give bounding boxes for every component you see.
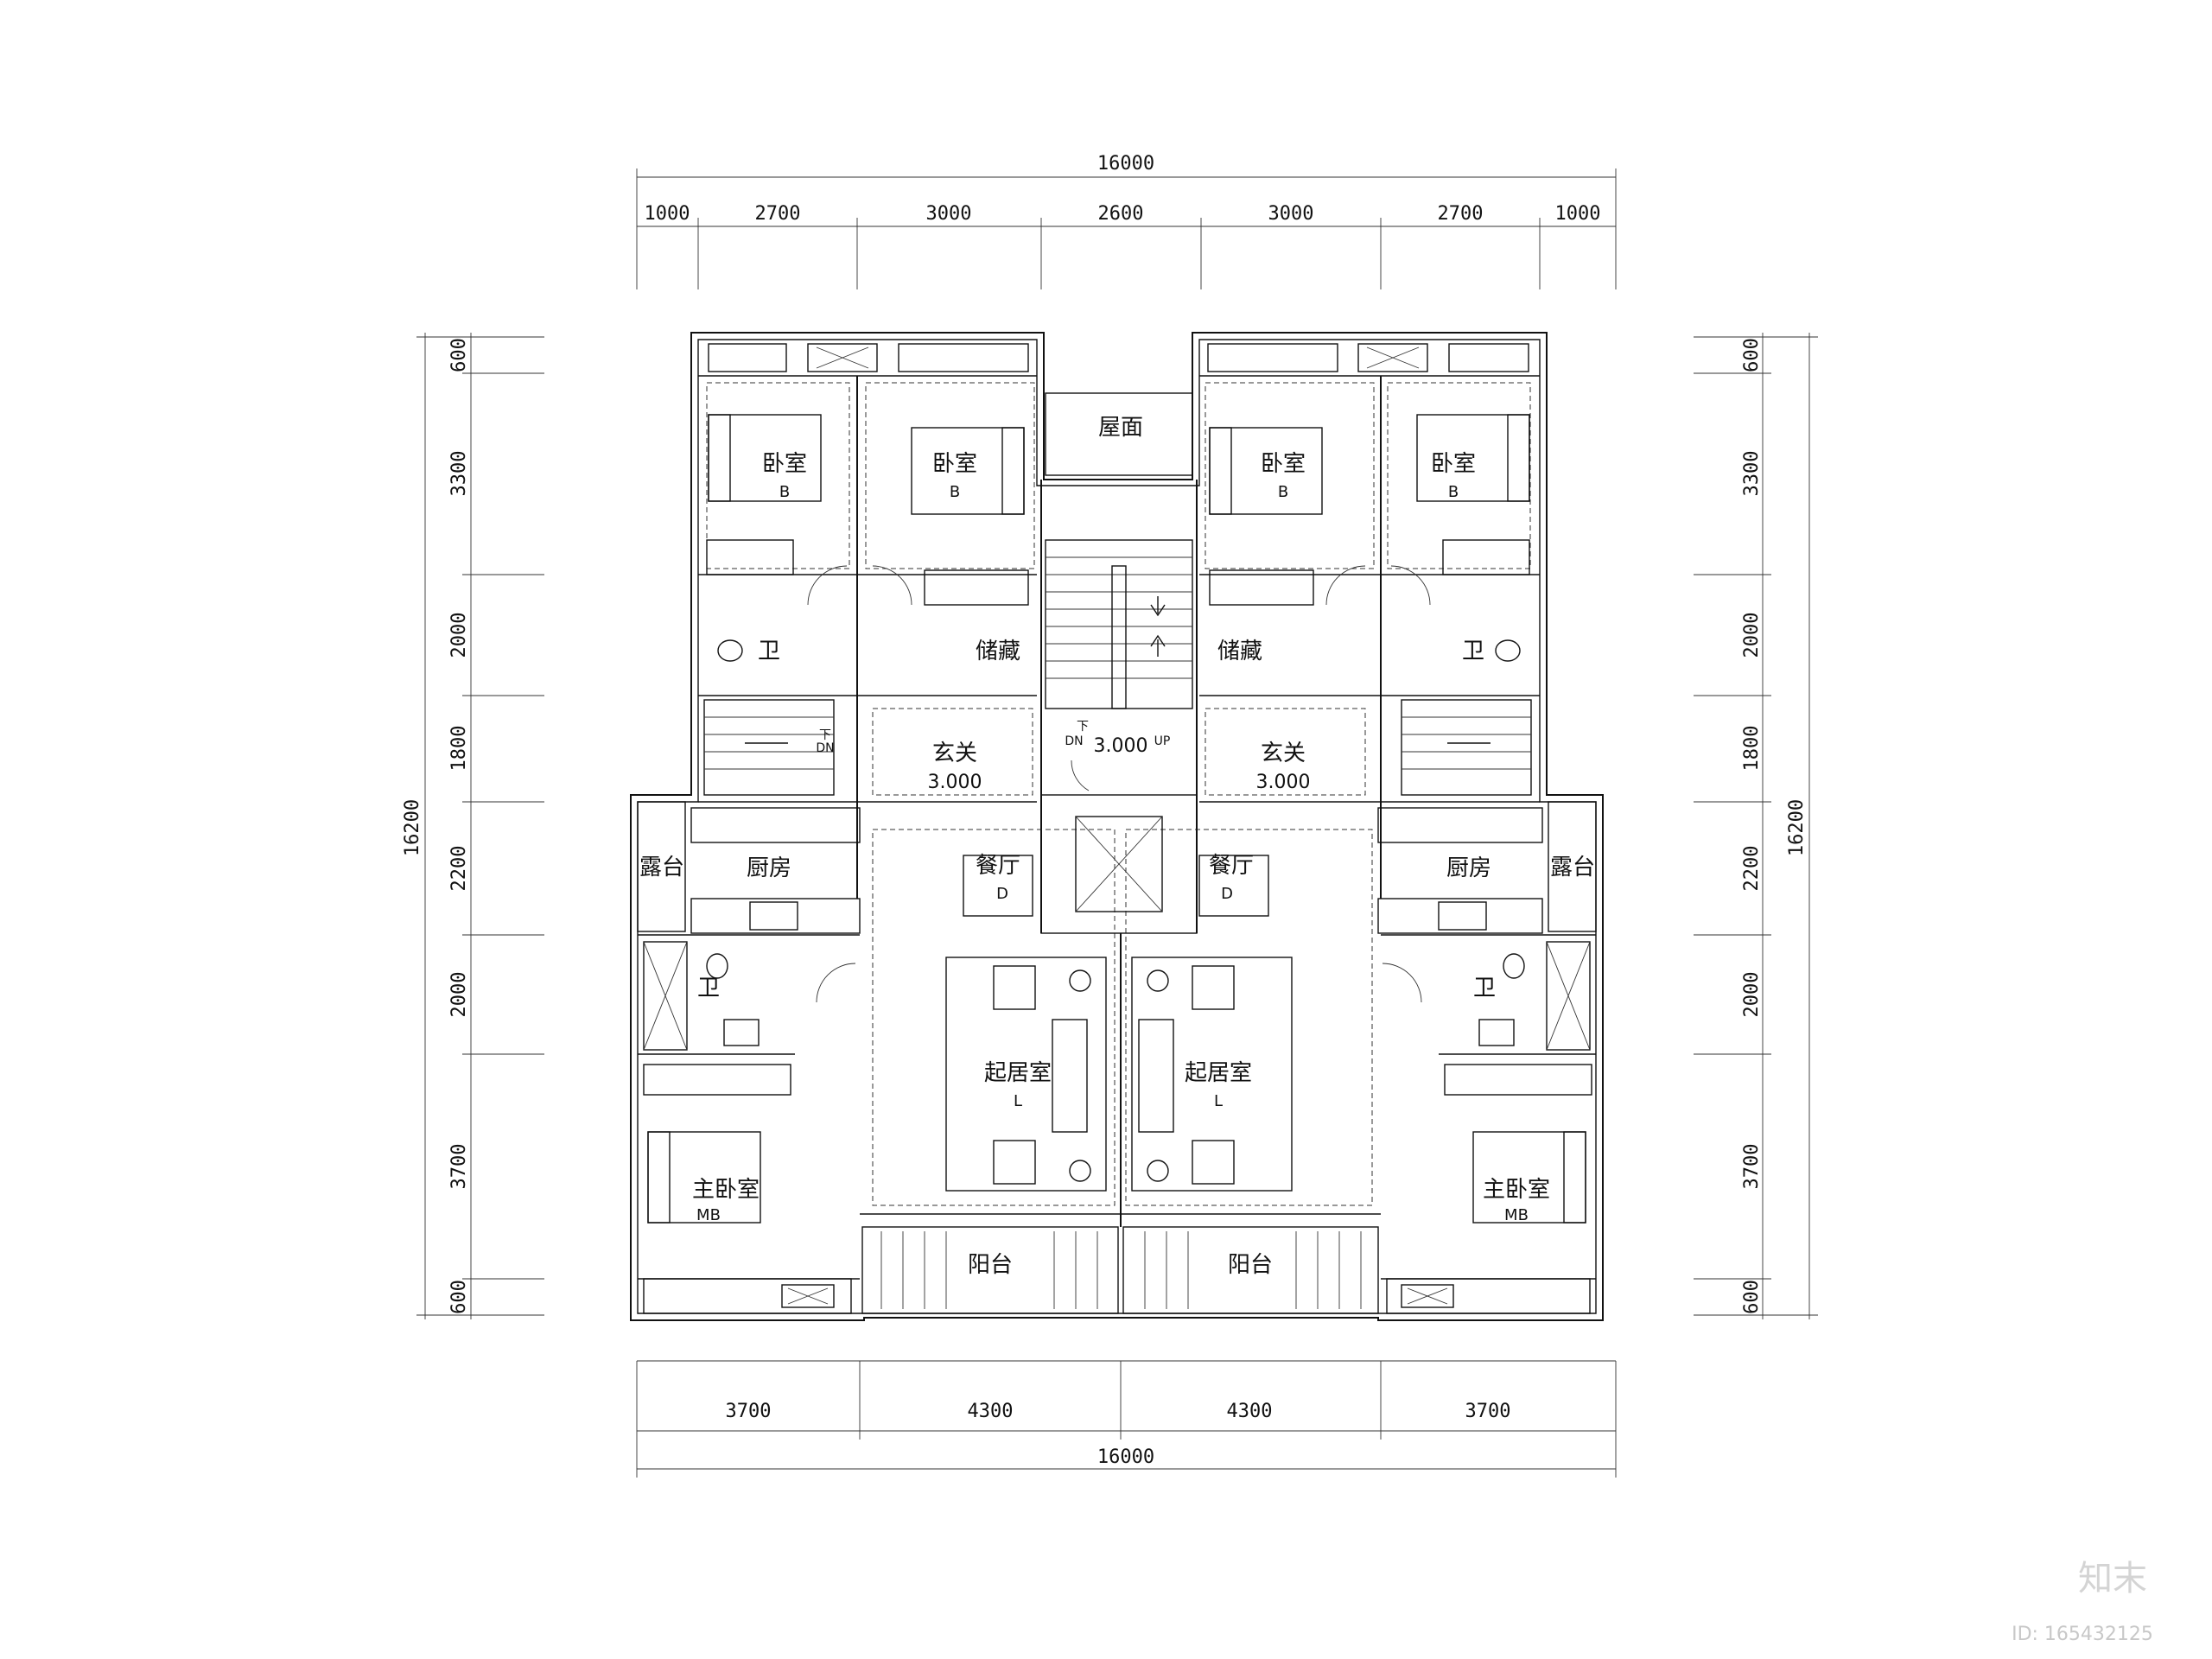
label-master-1: 主卧室 [692,1177,760,1203]
right-dim-3: 2000 [1741,613,1763,658]
watermark: 知末 ID: 165432125 [2012,1559,2153,1645]
left-dim-4: 1800 [448,726,470,772]
label-stair-dn: DN [1065,734,1083,748]
label-toilet-2: 卫 [1462,639,1484,664]
left-dim-8: 600 [448,1280,470,1314]
right-dimensions: 16200 600 3300 2000 1800 2200 2000 3700 … [1694,333,1818,1319]
bottom-dim-4: 3700 [1465,1401,1511,1422]
label-foyer-1: 玄关 [932,741,977,766]
walls [630,332,1604,1321]
bed-furniture [637,414,1597,1314]
top-dim-1: 1000 [645,203,690,225]
top-dim-7: 1000 [1555,203,1601,225]
tag-living-2: L [1214,1092,1223,1110]
room-labels: 卧室 B 卧室 B 卧室 B 卧室 B 屋面 卫 卫 储藏 储藏 玄关 3.00… [639,415,1595,1278]
right-dim-5: 2200 [1741,846,1763,892]
label-toilet-1: 卫 [758,639,780,664]
label-kitchen-2: 厨房 [1446,855,1491,881]
stair-left-unit [703,699,835,796]
right-dim-2: 3300 [1741,451,1763,497]
top-dim-6: 2700 [1438,203,1484,225]
left-dim-1: 600 [448,338,470,372]
left-total-dim: 16200 [402,799,423,856]
stairs-core [1045,539,1193,709]
bottom-dim-1: 3700 [726,1401,772,1422]
left-dimensions: 16200 600 3300 2000 1800 2200 2000 3700 … [402,333,544,1319]
label-stair-dn-left: DN [816,741,834,755]
label-master-2: 主卧室 [1483,1177,1550,1203]
elev-foyer-2: 3.000 [1256,772,1311,793]
left-dim-6: 2000 [448,972,470,1018]
tag-dining-2: D [1221,885,1233,903]
top-dim-4: 2600 [1098,203,1144,225]
tag-bedroom-2: B [950,483,960,501]
left-dim-2: 3300 [448,451,470,497]
top-dim-5: 3000 [1268,203,1314,225]
top-dimensions: 16000 1000 2700 3000 2600 3000 2700 1000 [636,153,1617,289]
label-dining-1: 餐厅 [976,853,1020,879]
tag-master-1: MB [696,1206,721,1224]
label-bedroom-2: 卧室 [932,451,977,477]
tag-master-2: MB [1504,1206,1529,1224]
stair-right-unit [1401,699,1532,796]
label-bedroom-3: 卧室 [1261,451,1306,477]
label-foyer-2: 玄关 [1261,741,1306,766]
top-dim-3: 3000 [926,203,972,225]
right-dim-1: 600 [1741,338,1763,372]
left-dim-3: 2000 [448,613,470,658]
tag-living-1: L [1014,1092,1022,1110]
bottom-dim-2: 4300 [968,1401,1014,1422]
label-dining-2: 餐厅 [1209,853,1254,879]
tag-bedroom-3: B [1278,483,1288,501]
label-balcony-2: 阳台 [1228,1252,1273,1278]
watermark-id: ID: 165432125 [2012,1624,2153,1645]
label-stair-down: 下 [1077,720,1089,734]
label-bedroom-1: 卧室 [762,451,807,477]
label-bedroom-4: 卧室 [1431,451,1476,477]
right-dim-8: 600 [1741,1280,1763,1314]
label-stair-up: UP [1154,734,1171,748]
bottom-dimensions: 3700 4300 4300 3700 16000 [636,1360,1617,1478]
label-roof: 屋面 [1098,415,1143,441]
watermark-logo: 知末 [2078,1559,2147,1599]
right-dim-7: 3700 [1741,1144,1763,1190]
label-living-2: 起居室 [1185,1060,1252,1086]
label-terrace-2: 露台 [1550,855,1595,880]
label-storage-1: 储藏 [976,639,1020,664]
bottom-total-dim: 16000 [1097,1446,1154,1468]
left-dim-5: 2200 [448,846,470,892]
label-storage-2: 储藏 [1217,639,1262,664]
label-living-1: 起居室 [984,1060,1052,1086]
top-dim-2: 2700 [755,203,801,225]
left-dim-7: 3700 [448,1144,470,1190]
label-balcony-1: 阳台 [968,1252,1013,1278]
label-toilet-4: 卫 [1473,976,1496,1001]
label-toilet-3: 卫 [697,976,720,1001]
tag-dining-1: D [996,885,1008,903]
tag-bedroom-1: B [779,483,790,501]
right-dim-4: 1800 [1741,726,1763,772]
right-total-dim: 16200 [1786,799,1808,856]
top-total-dim: 16000 [1097,153,1154,175]
label-kitchen-1: 厨房 [747,855,791,881]
right-dim-6: 2000 [1741,972,1763,1018]
label-stair-down-left: 下 [819,728,831,742]
elev-foyer-1: 3.000 [928,772,982,793]
bottom-dim-3: 4300 [1227,1401,1273,1422]
elev-stair: 3.000 [1094,735,1148,757]
tag-bedroom-4: B [1448,483,1459,501]
label-terrace-1: 露台 [639,855,684,880]
